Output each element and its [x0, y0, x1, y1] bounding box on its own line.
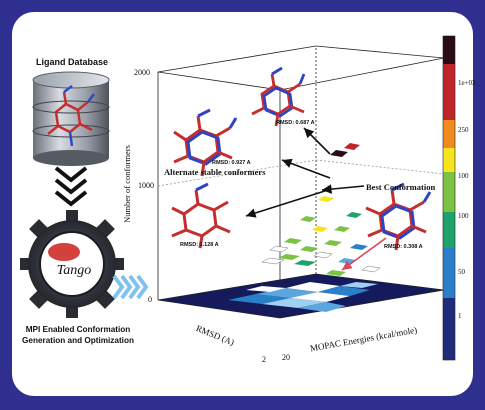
- rmsd-lower-left-label: RMSD: 1.128 A: [180, 242, 219, 248]
- annotation-arrows: [245, 127, 387, 271]
- conformer-upper-left-icon: [173, 108, 238, 177]
- colorbar-tick-100a: 100: [458, 172, 469, 180]
- z-axis-label: Number of conformers: [122, 145, 132, 223]
- engine-caption-line2: Generation and Optimization: [22, 336, 134, 345]
- engine-caption-line1: MPI Enabled Conformation: [26, 325, 131, 334]
- y-axis-label: MOPAC Energies (kcal/mole): [309, 325, 418, 354]
- x-axis-label: RMSD (A): [195, 323, 236, 347]
- down-chevrons-icon: [54, 166, 88, 207]
- gear-engine-icon: Tango: [20, 210, 124, 318]
- colorbar: [442, 35, 456, 361]
- figure-card: Ligand Database Tango: [12, 12, 476, 396]
- x-tick-2: 2: [262, 355, 266, 364]
- conformer-top-icon: [251, 66, 306, 127]
- right-chevrons-icon: [112, 274, 149, 300]
- figure-canvas: Ligand Database Tango: [20, 35, 476, 364]
- z-tick-1000: 1000: [138, 181, 154, 190]
- colorbar-tick-250: 250: [458, 126, 469, 134]
- colorbar-tick-100b: 100: [458, 212, 469, 220]
- alt-stable-label: Alternate stable conformers: [164, 167, 266, 177]
- rmsd-top-label: RMSD: 0.687 A: [276, 120, 315, 126]
- rmsd-upper-left-label: RMSD: 0.927 A: [212, 160, 251, 166]
- database-cylinder-icon: [32, 71, 110, 166]
- y-tick-20: 20: [282, 353, 290, 362]
- rmsd-best-label: RMSD: 0.308 A: [384, 244, 423, 250]
- conformer-lower-left-icon: [171, 182, 231, 249]
- z-tick-2000: 2000: [134, 68, 150, 77]
- ligand-molecule-icon: [47, 85, 95, 147]
- best-conformation-label: Best Conformation: [366, 182, 435, 192]
- z-tick-0: 0: [148, 295, 152, 304]
- colorbar-tick-1: 1: [458, 312, 462, 320]
- database-title: Ligand Database: [36, 57, 108, 67]
- tango-logo-text: Tango: [57, 263, 92, 278]
- conformer-best-icon: [365, 182, 432, 251]
- colorbar-tick-50: 50: [458, 268, 466, 276]
- colorbar-tick-1e03: 1e+03: [458, 79, 476, 87]
- heatmap-floor-cells: [228, 282, 378, 312]
